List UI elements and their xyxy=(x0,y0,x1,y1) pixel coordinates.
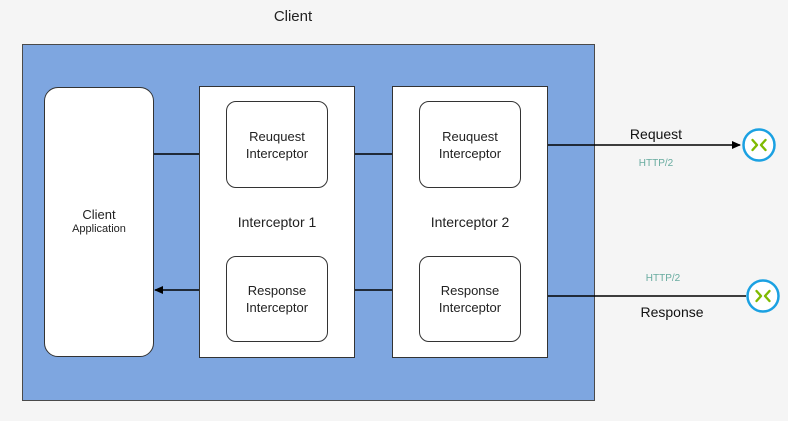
interceptor-1-response-box: Response Interceptor xyxy=(226,256,328,342)
interceptor-2-request-box: Reuquest Interceptor xyxy=(419,101,521,188)
response-label: Response xyxy=(640,304,704,320)
client-application-label: Client Application xyxy=(44,207,154,237)
request-protocol-label: HTTP/2 xyxy=(638,158,674,169)
grpc-endpoint-icon xyxy=(746,279,780,313)
client-application-label-line2: Application xyxy=(72,223,126,235)
interceptor-2-response-box: Response Interceptor xyxy=(419,256,521,342)
interceptor-2-request-line1: Reuquest xyxy=(442,128,498,144)
interceptor-1-response-line2: Interceptor xyxy=(245,300,309,315)
client-application-box xyxy=(44,87,154,357)
response-protocol-label: HTTP/2 xyxy=(645,273,681,284)
interceptor-2-label: Interceptor 2 xyxy=(430,214,510,230)
grpc-endpoint-icon xyxy=(742,128,776,162)
client-title: Client xyxy=(273,8,313,25)
interceptor-1-response-line1: Response xyxy=(247,283,307,298)
interceptor-2-response-line2: Interceptor xyxy=(438,300,502,315)
interceptor-2-request-line2: Interceptor xyxy=(438,145,502,161)
request-label: Request xyxy=(629,126,683,142)
interceptor-1-request-line1: Reuquest xyxy=(249,128,305,144)
interceptor-1-label: Interceptor 1 xyxy=(237,214,317,230)
client-application-label-line1: Client xyxy=(82,207,116,222)
interceptor-1-request-line2: Interceptor xyxy=(245,145,309,161)
interceptor-1-request-box: Reuquest Interceptor xyxy=(226,101,328,188)
interceptor-2-response-line1: Response xyxy=(440,283,500,298)
